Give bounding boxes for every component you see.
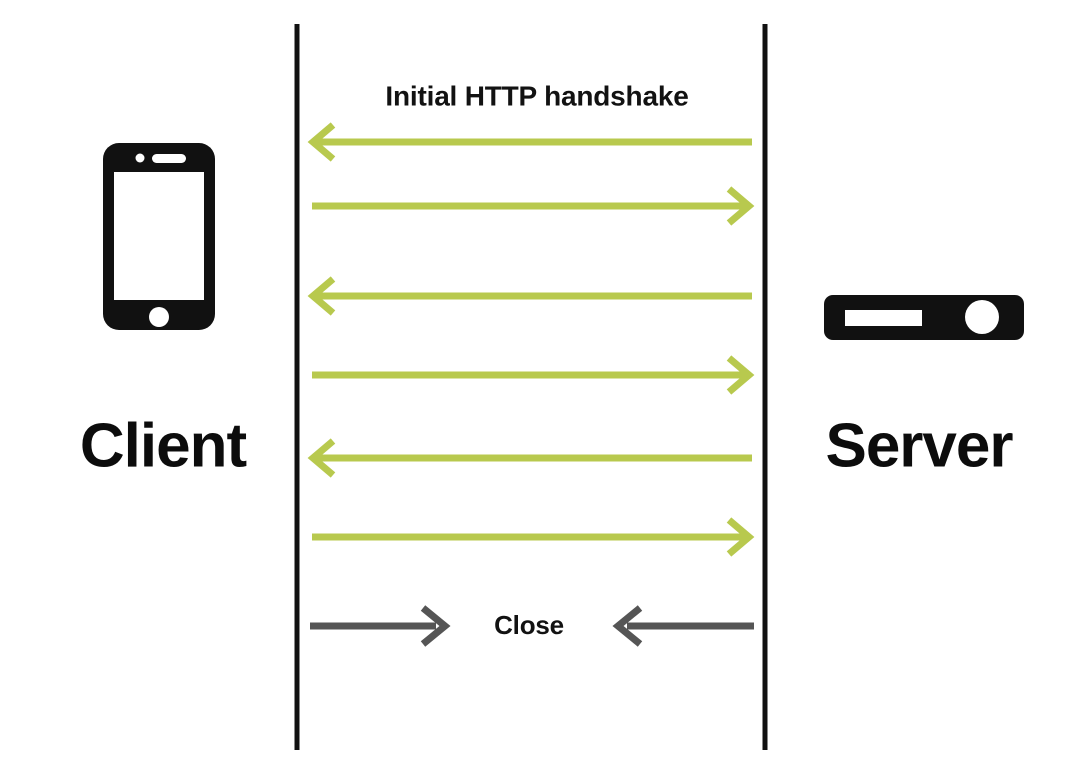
- server-label: Server: [825, 411, 1013, 480]
- server-icon: [824, 295, 1024, 340]
- message-arrow-2: [312, 186, 755, 226]
- message-arrow-3: [307, 276, 752, 316]
- close-arrow-left: [310, 605, 451, 647]
- message-arrow-5: [307, 438, 752, 478]
- smartphone-icon: [103, 143, 215, 330]
- close-arrow-right: [612, 605, 754, 647]
- message-arrow-4: [312, 355, 755, 395]
- message-arrow-1: [307, 122, 752, 162]
- close-label: Close: [494, 610, 564, 640]
- handshake-label: Initial HTTP handshake: [385, 80, 688, 111]
- client-label: Client: [80, 411, 247, 480]
- message-arrow-6: [312, 517, 755, 557]
